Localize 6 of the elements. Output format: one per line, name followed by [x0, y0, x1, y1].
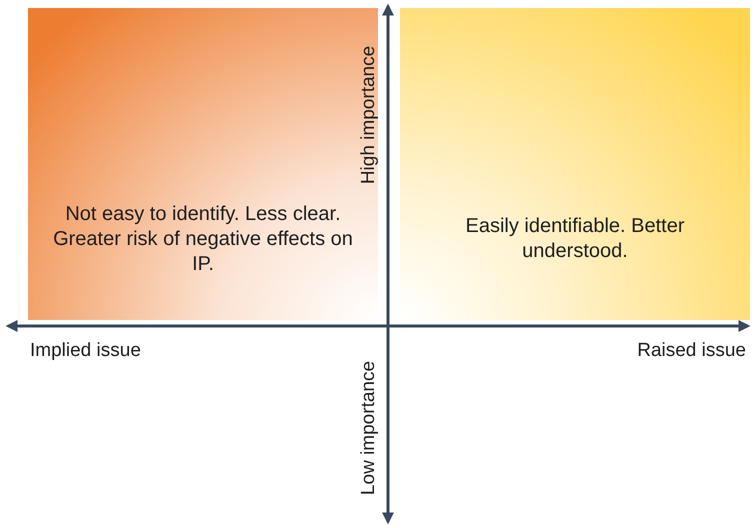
axis-label: High importance	[358, 46, 380, 184]
quadrant-description: Easily identifiable. Better understood.	[464, 214, 686, 264]
quadrant-description: Not easy to identify. Less clear. Greater risk of negative effects on IP.	[52, 202, 354, 276]
axis-label: Raised issue	[637, 340, 746, 362]
axis-label: Low importance	[358, 360, 380, 496]
axis-label: Implied issue	[30, 340, 141, 362]
